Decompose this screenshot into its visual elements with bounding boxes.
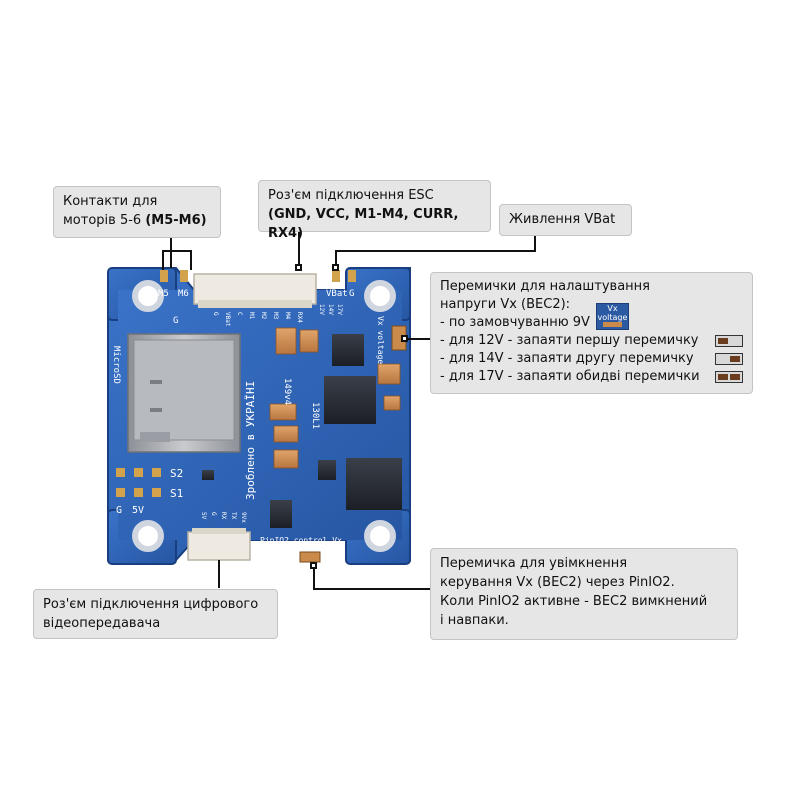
callout-vbat-text: Живлення VBat xyxy=(509,212,616,227)
leader-vx-dot xyxy=(401,335,408,342)
esc-pin-labels: G VBat C M1 M2 M3 M4 RX4 xyxy=(212,312,303,327)
label-g-bottom: G xyxy=(116,505,122,516)
callout-vx-12-row: - для 12V - запаяти першу перемичку xyxy=(440,332,743,350)
label-off: OFF xyxy=(262,546,277,555)
pin-label: 9Vx xyxy=(240,512,247,523)
callout-digital-vtx: Роз'єм підключення цифрового відеопереда… xyxy=(33,589,278,639)
jumper-12v-icon xyxy=(715,335,743,347)
label-on: ON xyxy=(262,557,272,566)
leader-motors-right xyxy=(190,250,192,270)
microsd-slot xyxy=(127,333,241,453)
leader-pinio-dot xyxy=(310,562,317,569)
esc-connector xyxy=(193,273,317,308)
pin-label: M1 xyxy=(248,312,255,320)
pin-label: M4 xyxy=(284,312,291,320)
callout-vx-14: - для 14V - запаяти другу перемичку xyxy=(440,351,694,366)
pin-label: RX xyxy=(220,512,227,520)
pin-label: M3 xyxy=(272,312,279,320)
gnd-pad xyxy=(348,270,356,282)
callout-esc: Роз'єм підключення ESC (GND, VCC, M1-M4,… xyxy=(258,180,491,241)
label-g-top: G xyxy=(173,316,178,326)
mounting-holes xyxy=(132,280,396,552)
leader-vbat-up xyxy=(534,236,536,252)
leader-vx xyxy=(404,338,432,340)
capacitors xyxy=(269,327,401,469)
leader-motors xyxy=(170,236,172,268)
label-m5: M5 xyxy=(158,289,169,299)
label-5v: 5V xyxy=(132,505,144,516)
callout-pinio-line1: Перемичка для увімкнення xyxy=(440,556,628,571)
leader-pinio-h xyxy=(313,588,431,590)
label-g-right: G xyxy=(349,289,354,299)
callout-esc-line1: Роз'єм підключення ESC xyxy=(268,188,434,203)
label-vx-voltage: Vx voltage xyxy=(376,316,385,364)
jumper-17v-icon xyxy=(715,371,743,383)
pin-label: M2 xyxy=(260,312,267,320)
label-made-in: Зроблено в УКРАЇНІ xyxy=(244,381,257,500)
pin-label: TX xyxy=(230,512,237,520)
jumper-14v-icon xyxy=(715,353,743,365)
callout-pinio-line4: і навпаки. xyxy=(440,613,509,628)
leader-vbat-down xyxy=(335,250,337,268)
leader-pinio-v xyxy=(313,568,315,590)
callout-vx-line1: Перемички для налаштування xyxy=(440,279,650,294)
callout-esc-line2: (GND, VCC, M1-M4, CURR, RX4) xyxy=(268,207,459,241)
label-microsd: MicroSD xyxy=(111,346,121,384)
pin-label: VBat xyxy=(224,312,231,327)
leader-digital xyxy=(218,560,220,588)
servo-pads xyxy=(116,468,161,497)
callout-vx-12: - для 12V - запаяти першу перемичку xyxy=(440,333,699,348)
callout-vbat: Живлення VBat xyxy=(499,204,632,236)
leader-esc-dot xyxy=(295,264,302,271)
pin-label: 17V xyxy=(336,304,343,315)
callout-motors: Контакти для моторів 5-6 (M5-M6) xyxy=(53,186,221,238)
leader-motors-left xyxy=(162,250,164,270)
callout-vx-line2-row: напруги Vx (BEC2): xyxy=(440,296,743,314)
pin-label: G xyxy=(210,512,217,516)
callout-digital-line2: відеопередавача xyxy=(43,616,161,631)
callout-vx-voltage: Перемички для налаштування напруги Vx (B… xyxy=(430,272,753,394)
callout-digital-line1: Роз'єм підключення цифрового xyxy=(43,597,259,612)
label-m6: M6 xyxy=(178,289,189,299)
label-code-b: 130L1 xyxy=(310,402,320,429)
pin-label: 5V xyxy=(200,512,207,520)
label-code-a: 149v4 xyxy=(282,378,292,405)
callout-vx-default: - по замовчуванню 9V xyxy=(440,315,590,330)
vtx-connector xyxy=(187,528,251,561)
label-s2: S2 xyxy=(170,467,183,480)
pin-label: RX4 xyxy=(296,312,303,323)
pin-label: G xyxy=(212,312,219,316)
callout-vx-17-row: - для 17V - запаяти обидві перемички xyxy=(440,368,743,386)
pin-label: C xyxy=(236,312,243,316)
callout-motors-line1: Контакти для xyxy=(63,194,158,209)
label-pinio-ctrl: PinIO2 control Vx xyxy=(260,536,342,545)
vbat-pad xyxy=(332,270,340,282)
callout-pinio-line2: керування Vx (BEC2) через PinIO2. xyxy=(440,575,675,590)
callout-vx-14-row: - для 14V - запаяти другу перемичку xyxy=(440,350,743,368)
leader-motors-bar xyxy=(162,250,192,252)
leader-vbat-dot xyxy=(332,264,339,271)
motor-pads xyxy=(160,270,188,282)
leader-vbat-h xyxy=(335,250,535,252)
label-vbat: VBat xyxy=(326,289,348,299)
callout-motors-line2: моторів 5-6 (M5-M6) xyxy=(63,213,207,228)
label-s1: S1 xyxy=(170,487,183,500)
callout-pinio-line3: Коли PinIO2 активне - BEC2 вимкнений xyxy=(440,594,708,609)
ic-chips xyxy=(202,334,402,528)
callout-vx-17: - для 17V - запаяти обидві перемички xyxy=(440,369,700,384)
pinio-jumper-pad xyxy=(299,551,321,563)
leader-esc xyxy=(298,230,300,270)
callout-vx-line2: напруги Vx (BEC2): xyxy=(440,297,571,312)
pin-label: 14V xyxy=(327,304,334,315)
callout-pinio: Перемичка для увімкнення керування Vx (B… xyxy=(430,548,738,640)
pin-label: 12V xyxy=(318,304,325,315)
